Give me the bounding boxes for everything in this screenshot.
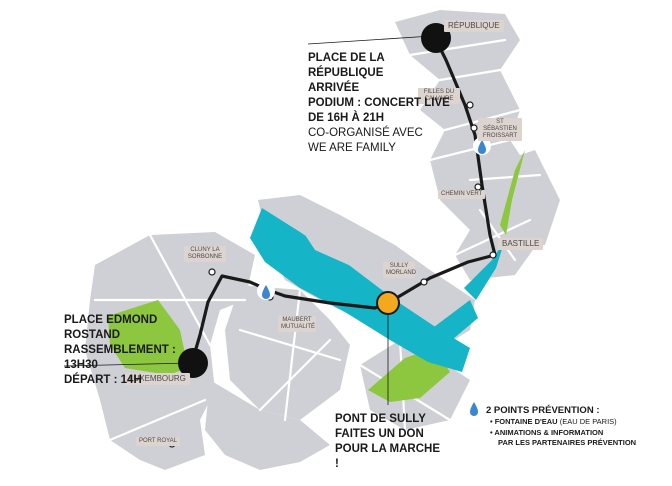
label-st-sebastien: ST SÉBASTIEN FROISSART <box>478 118 522 141</box>
label-bastille: BASTILLE <box>498 238 544 250</box>
arrival-coorg: CO-ORGANISÉ AVEC <box>308 127 423 139</box>
start-gathering: RASSEMBLEMENT : 13H30 <box>64 344 176 371</box>
legend-drop-icon <box>470 402 478 416</box>
start-departure: DÉPART : 14H <box>64 374 142 386</box>
park-canal <box>500 150 525 235</box>
arrival-place: PLACE DE LA RÉPUBLIQUE <box>308 52 385 79</box>
republique-marker-icon <box>421 23 451 53</box>
water-drop-icons <box>257 137 491 416</box>
legend-title: 2 POINTS PRÉVENTION : <box>486 405 600 416</box>
sully-march: POUR LA MARCHE ! <box>335 443 440 470</box>
label-filles-du-calvaire: FILLES DU CALVAIRE <box>418 88 460 104</box>
arrival-label: ARRIVÉE <box>308 82 360 94</box>
sully-marker-icon <box>376 291 400 315</box>
label-port-royal: PORT ROYAL <box>136 437 181 446</box>
legend-fountain-sub: (EAU DE PARIS) <box>559 417 617 426</box>
start-marker-icon <box>178 348 208 378</box>
arrival-podium: PODIUM : CONCERT LIVE <box>308 97 450 109</box>
block-south-center <box>225 285 350 420</box>
legend-item-animations: • ANIMATIONS & INFORMATION <box>490 428 604 437</box>
arrival-hours: DE 16H À 21H <box>308 112 385 124</box>
legend-item-partners: PAR LES PARTENAIRES PRÉVENTION <box>498 438 637 447</box>
sully-donate: FAITES UN DON <box>335 428 424 440</box>
start-info: PLACE EDMOND ROSTAND RASSEMBLEMENT : 13H… <box>64 313 204 388</box>
river-seine <box>250 208 505 372</box>
label-sully-morland: SULLY MORLAND <box>383 262 416 278</box>
label-maubert: MAUBERT MUTUALITÉ <box>278 316 316 332</box>
sully-info: PONT DE SULLY FAITES UN DON POUR LA MARC… <box>335 412 445 472</box>
label-republique: RÉPUBLIQUE <box>444 20 504 32</box>
legend-item-fountain: • FONTAINE D'EAU (EAU DE PARIS) <box>490 417 617 427</box>
legend-fountain-main: • FONTAINE D'EAU <box>490 417 558 426</box>
start-place: PLACE EDMOND ROSTAND <box>64 314 158 341</box>
park-luxembourg <box>108 300 188 375</box>
label-cluny: CLUNY LA SORBONNE <box>184 246 226 262</box>
label-chemin-vert: CHEMIN VERT <box>438 190 486 199</box>
arrival-partner: WE ARE FAMILY <box>308 142 396 154</box>
label-luxembourg: LUXEMBOURG <box>125 373 190 385</box>
sully-bridge: PONT DE SULLY <box>335 413 426 425</box>
streets <box>93 38 542 442</box>
block-south <box>205 380 330 470</box>
arrival-info: PLACE DE LA RÉPUBLIQUE ARRIVÉE PODIUM : … <box>308 51 458 156</box>
